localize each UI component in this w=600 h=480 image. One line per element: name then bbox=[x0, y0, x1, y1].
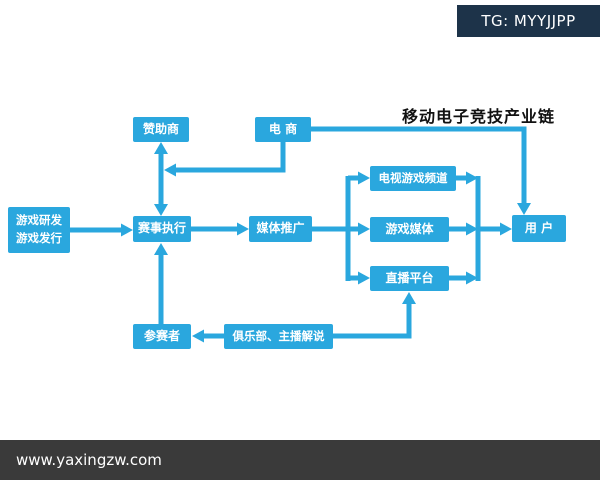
node-participant: 参赛者 bbox=[133, 324, 191, 349]
arrow-participant-to-event bbox=[154, 243, 168, 324]
diagram-title: 移动电子竞技产业链 bbox=[402, 107, 556, 126]
node-club-anchor: 俱乐部、主播解说 bbox=[224, 324, 333, 349]
node-event-execution: 赛事执行 bbox=[133, 216, 191, 242]
arrow-ecommerce-to-user bbox=[311, 126, 531, 215]
arrow-event-to-media bbox=[191, 222, 249, 236]
node-game-dev: 游戏研发 游戏发行 bbox=[8, 207, 70, 253]
arrow-channels-to-user bbox=[449, 171, 512, 285]
arrow-club-to-live bbox=[333, 292, 416, 339]
arrow-sponsor-event-two-way bbox=[154, 142, 168, 216]
node-game-dev-line2: 游戏发行 bbox=[16, 231, 62, 245]
watermark-bar: www.yaxingzw.com bbox=[0, 440, 600, 480]
node-game-dev-line1: 游戏研发 bbox=[16, 213, 62, 228]
node-user: 用 户 bbox=[512, 215, 566, 242]
telegram-badge: TG: MYYJJPP bbox=[457, 5, 600, 37]
node-sponsor: 赞助商 bbox=[133, 117, 189, 142]
node-tv-game-channel: 电视游戏频道 bbox=[370, 166, 456, 191]
arrow-ecommerce-to-event-link bbox=[164, 142, 286, 177]
arrow-media-to-channels bbox=[312, 171, 370, 285]
node-game-media: 游戏媒体 bbox=[370, 217, 449, 242]
node-live-platform: 直播平台 bbox=[370, 266, 449, 291]
node-media-promotion: 媒体推广 bbox=[249, 216, 312, 242]
watermark-url: www.yaxingzw.com bbox=[16, 451, 162, 469]
node-ecommerce: 电 商 bbox=[255, 117, 311, 142]
arrow-club-to-participant bbox=[192, 329, 224, 343]
arrow-dev-to-event bbox=[70, 223, 133, 237]
